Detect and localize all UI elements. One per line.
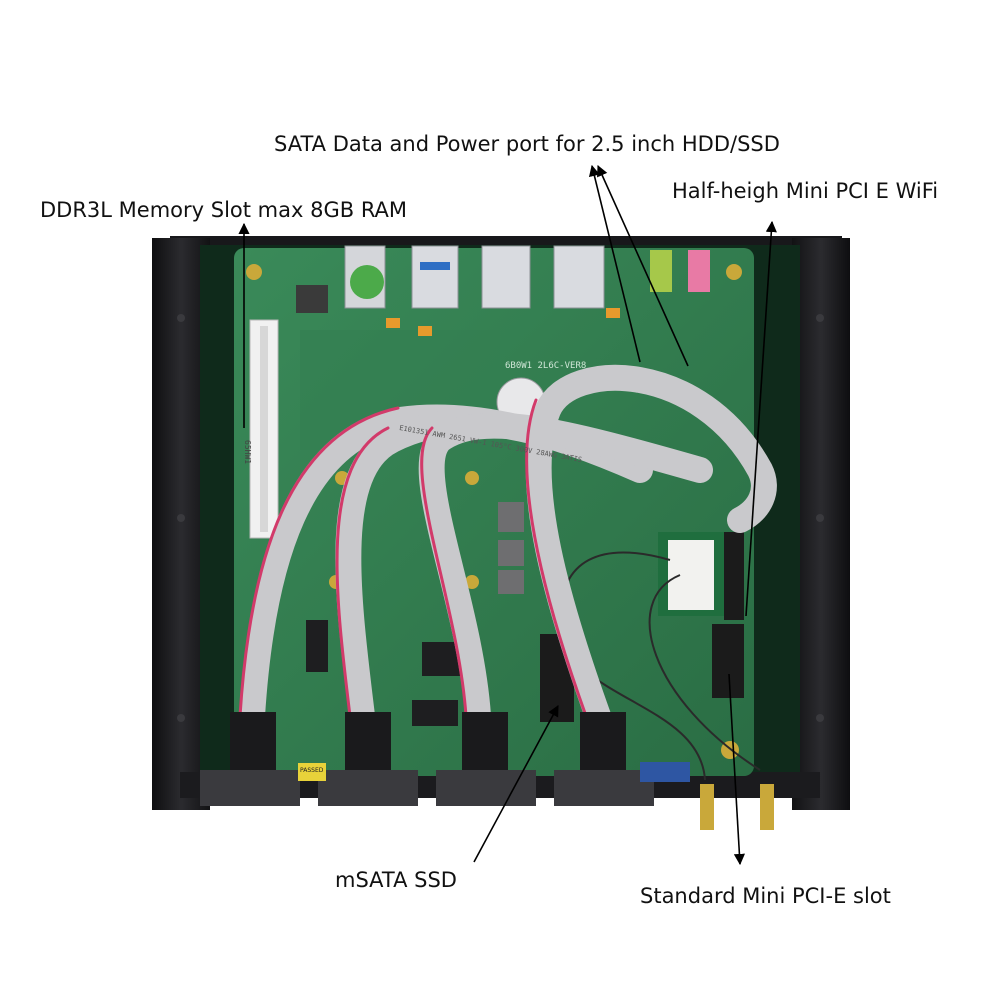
ram-slot-groove	[260, 326, 268, 532]
chassis-screw	[177, 314, 185, 322]
arrow-sata-power	[597, 164, 689, 367]
chip	[498, 540, 524, 566]
wifi-card	[540, 532, 744, 722]
msata-label: mSATA SSD	[335, 868, 457, 892]
ram-slot	[249, 319, 279, 539]
audio-jack-green	[650, 250, 672, 292]
capacitor-orange	[606, 308, 620, 318]
annotation-arrows	[238, 164, 777, 866]
wifi-card-label	[668, 540, 714, 610]
chip	[498, 502, 524, 532]
antenna-connector	[700, 784, 714, 830]
db9-port	[436, 770, 536, 806]
arrow-wifi	[745, 220, 777, 617]
mini-pcie-slot-top	[724, 532, 744, 620]
serial-ports	[200, 712, 774, 830]
motherboard	[234, 248, 754, 776]
usb-port	[411, 245, 459, 309]
sata-port-label: SATA Data and Power port for 2.5 inch HD…	[274, 132, 780, 156]
chip	[306, 620, 328, 672]
passed-sticker-text: PASSED	[300, 767, 324, 774]
header-connector	[580, 712, 626, 774]
usb-port-tongue	[420, 262, 450, 270]
board-silkscreen: 6B0W1 2L6C-VER8	[505, 361, 587, 371]
rohs-sticker	[350, 265, 384, 299]
lan-port	[553, 245, 605, 309]
db9-port	[554, 770, 654, 806]
db9-port	[318, 770, 418, 806]
ribbon-cable	[525, 364, 777, 729]
header-connector	[345, 712, 391, 774]
capacitor-orange	[418, 326, 432, 336]
chassis-screw	[816, 514, 824, 522]
mount-hole	[246, 264, 262, 280]
chassis-right-wall	[792, 238, 850, 810]
db9-port	[200, 770, 300, 806]
arrow-sata-data	[588, 164, 641, 363]
mini-pcie-label: Standard Mini PCI-E slot	[640, 884, 891, 908]
chassis-screw	[177, 714, 185, 722]
chassis-screw	[177, 514, 185, 522]
ribbon-cable-stripe	[238, 406, 400, 718]
dc-inductor	[296, 285, 328, 313]
ram-slot-mark: 65HW1	[243, 440, 252, 465]
chip	[412, 700, 458, 726]
chip	[498, 570, 524, 594]
mount-hole	[465, 575, 479, 589]
arrow-mini-pcie	[728, 673, 746, 866]
passed-sticker	[298, 763, 326, 781]
ribbon-cable-stripe	[335, 426, 390, 718]
capacitor-orange	[386, 318, 400, 328]
db9-port-blue	[640, 762, 690, 782]
header-connector	[462, 712, 508, 774]
arrow-msata	[473, 705, 559, 863]
lan-port	[481, 245, 531, 309]
ribbon-cable-stripe	[525, 398, 588, 718]
wifi-slot-label: Half-heigh Mini PCI E WiFi	[672, 179, 939, 203]
memory-slot-label: DDR3L Memory Slot max 8GB RAM	[40, 198, 408, 222]
mount-hole	[726, 264, 742, 280]
pcb	[234, 248, 754, 776]
ribbon-cable-stripe	[420, 426, 468, 718]
antenna-connector	[760, 784, 774, 830]
ribbon-cables	[238, 364, 777, 729]
header-connector	[230, 712, 276, 774]
mount-hole	[465, 471, 479, 485]
rear-io	[296, 245, 710, 336]
chassis-screw	[816, 314, 824, 322]
chassis-screw	[816, 714, 824, 722]
mini-pcie-slot-bottom	[712, 624, 744, 698]
audio-jack-pink	[688, 250, 710, 292]
ribbon-cable	[418, 412, 713, 729]
